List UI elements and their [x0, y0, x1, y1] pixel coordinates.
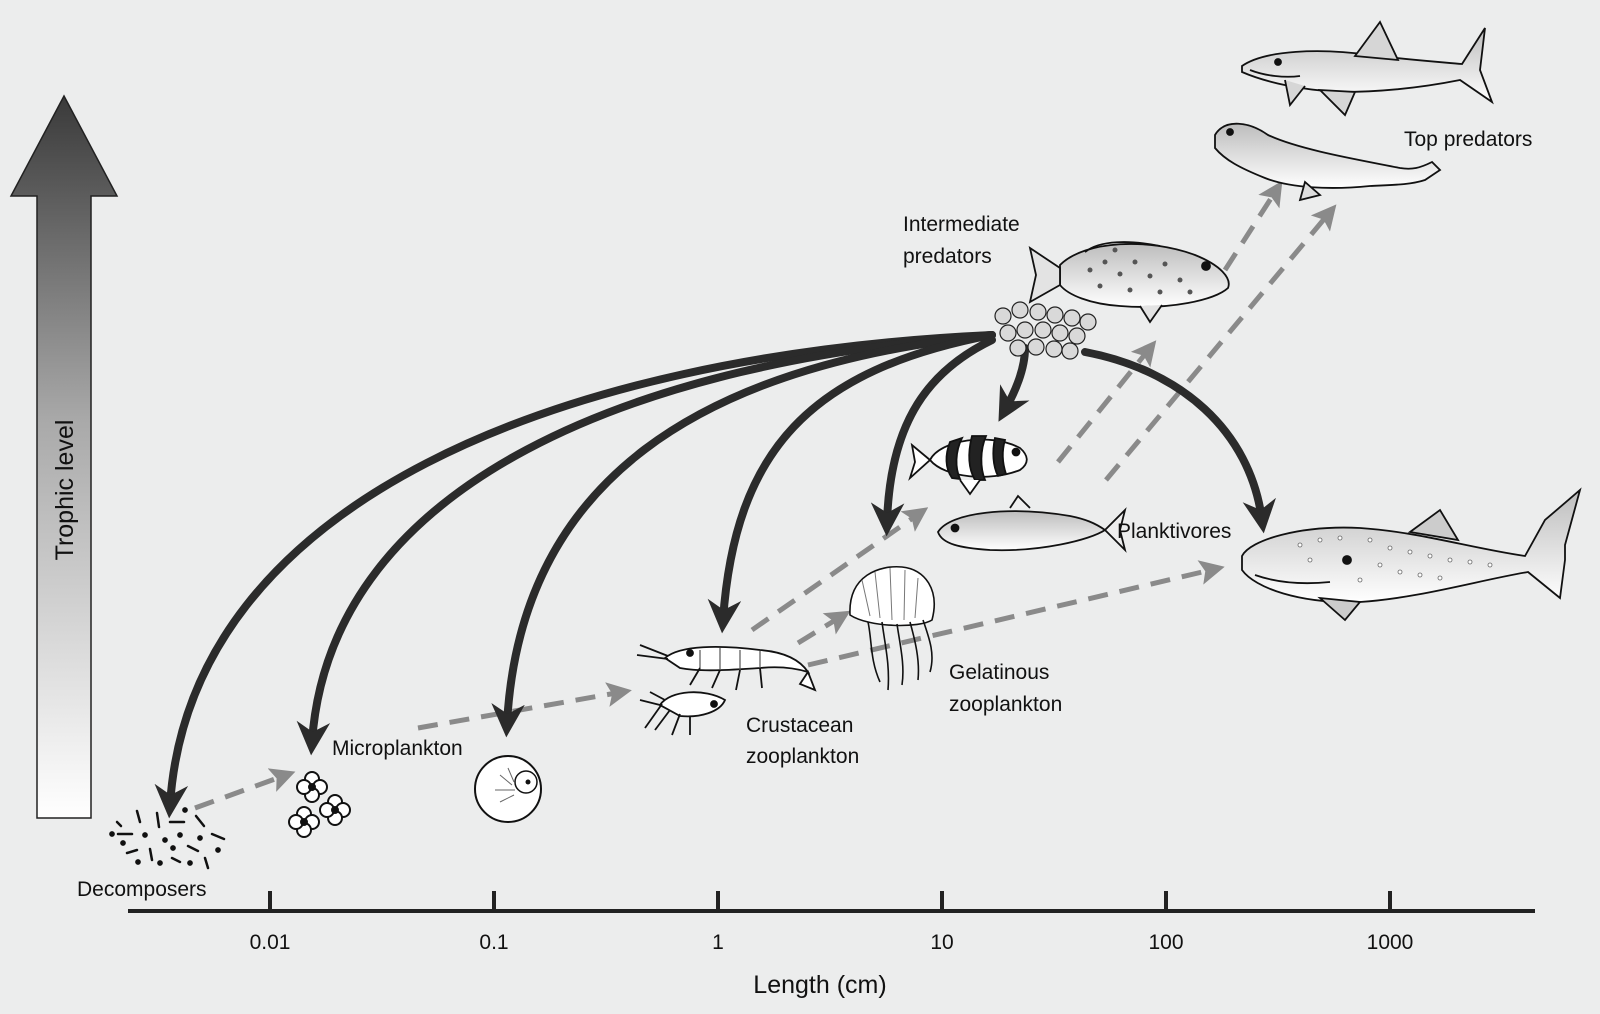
label-planktivores: Planktivores: [1117, 520, 1231, 543]
trophic-level-arrow: Trophic level: [9, 94, 119, 819]
axis-tick-label: 100: [1148, 931, 1183, 954]
solid-arrow-to-crustacean: [707, 331, 996, 634]
label-intermediate-line1: Intermediate: [903, 213, 1020, 236]
label-intermediate-line2: predators: [903, 245, 992, 268]
axis-ticks: 0.01 0.1 1 10 100 1000: [250, 891, 1414, 954]
diatom-cell-icon: [474, 755, 542, 823]
dashed-arrow-gelatinous-whaleshark: [807, 560, 1225, 668]
flagellate-cluster-icon: [288, 771, 351, 838]
bacteria-particles-icon: [109, 807, 226, 870]
axis-tick-label: 1000: [1367, 931, 1414, 954]
axis-tick-label: 0.1: [479, 931, 508, 954]
axis-title: Length (cm): [753, 971, 886, 999]
label-crustacean-line1: Crustacean: [746, 714, 853, 737]
solid-arrow-to-whaleshark: [1081, 348, 1276, 534]
label-gelatinous-line2: zooplankton: [949, 693, 1062, 716]
dashed-arrow-intermediate-shark: [1222, 180, 1283, 272]
grouper-fish-icon: [1028, 241, 1230, 324]
jellyfish-icon: [849, 565, 935, 691]
dashed-arrow-microplankton-crustacean: [417, 682, 632, 731]
dashed-arrow-herring-toppredators: [1104, 204, 1337, 482]
label-decomposers: Decomposers: [77, 878, 207, 901]
solid-arrow-to-diatom: [491, 331, 996, 738]
axis-tick-label: 10: [930, 931, 953, 954]
label-top-predators: Top predators: [1404, 128, 1532, 151]
label-crustacean-line2: zooplankton: [746, 745, 859, 768]
label-gelatinous-line1: Gelatinous: [949, 661, 1049, 684]
great-white-shark-icon: [1241, 20, 1494, 117]
trophic-level-label: Trophic level: [51, 420, 79, 561]
fish-eggs-icon: [994, 301, 1097, 360]
dashed-arrow-damselfish-intermediate: [1056, 340, 1157, 464]
striped-damselfish-icon: [908, 435, 1028, 496]
axis-tick-label: 1: [712, 931, 724, 954]
label-microplankton: Microplankton: [332, 737, 463, 760]
krill-icon: [636, 644, 817, 692]
solid-arrow-to-decomposers: [154, 331, 996, 819]
dashed-arrow-decomposers-microplankton: [194, 768, 296, 811]
solid-arrow-to-damselfish: [998, 344, 1030, 422]
sea-lion-icon: [1214, 122, 1442, 202]
axis-tick-label: 0.01: [250, 931, 291, 954]
diagram-labels: Decomposers Microplankton Crustacean zoo…: [77, 128, 1532, 901]
whale-shark-icon: [1241, 487, 1582, 622]
dashed-arrow-crustacean-gelatinous: [796, 610, 851, 646]
solid-arrow-to-microplankton: [296, 331, 996, 756]
solid-arrows: [154, 331, 1276, 819]
length-axis: 0.01 0.1 1 10 100 1000 Length (cm): [128, 891, 1535, 999]
herring-fish-icon: [937, 494, 1127, 553]
solid-arrow-to-gelatinous: [870, 336, 996, 537]
copepod-icon: [639, 691, 727, 736]
